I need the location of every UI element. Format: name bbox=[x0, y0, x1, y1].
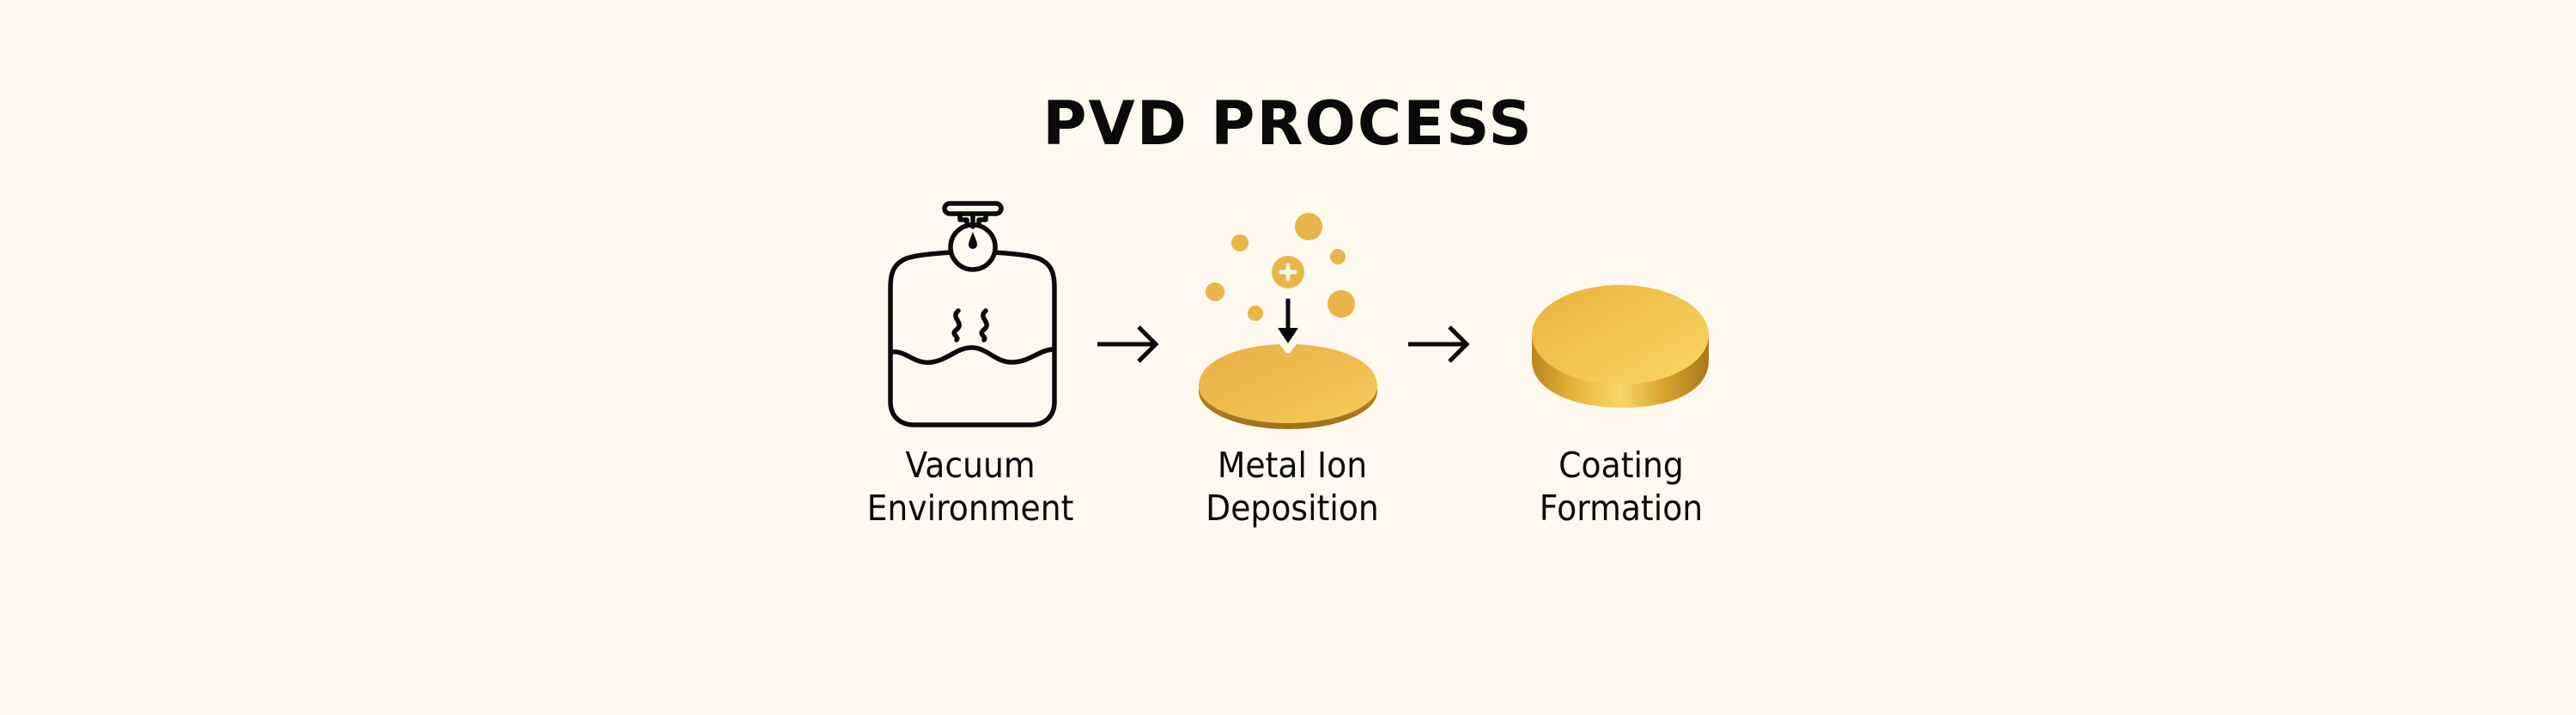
step-label-line2: Formation bbox=[1539, 488, 1704, 529]
substrate-plate bbox=[1199, 344, 1377, 423]
particle bbox=[1330, 249, 1346, 264]
plus-icon bbox=[1279, 263, 1297, 282]
valve-handle bbox=[942, 201, 1004, 216]
chamber-body bbox=[888, 250, 1057, 427]
particle bbox=[1231, 234, 1249, 251]
arrow-down-icon bbox=[1278, 328, 1298, 343]
particle bbox=[1327, 290, 1355, 318]
step-label-line2: Deposition bbox=[1206, 488, 1379, 529]
vacuum-chamber-icon bbox=[888, 201, 1057, 427]
step-label-line1: Vacuum bbox=[905, 445, 1036, 486]
particle bbox=[1295, 213, 1322, 240]
arrow-right-icon bbox=[1097, 325, 1159, 363]
step-label-line2: Environment bbox=[866, 488, 1074, 529]
diagram-title: PVD PROCESS bbox=[1042, 88, 1534, 159]
step-label: Coating Formation bbox=[1503, 444, 1740, 530]
pressure-gauge bbox=[948, 222, 998, 272]
step-label-line1: Metal Ion bbox=[1217, 445, 1368, 486]
step-label-line1: Coating bbox=[1558, 445, 1684, 486]
coated-disc-icon bbox=[1532, 285, 1709, 408]
metal-ion-deposition-icon bbox=[1199, 213, 1377, 429]
step-label: Vacuum Environment bbox=[852, 444, 1089, 530]
arrow-right-icon bbox=[1408, 325, 1470, 363]
liquid-level bbox=[890, 345, 1055, 366]
particle bbox=[1206, 282, 1224, 301]
disc-top bbox=[1532, 285, 1709, 385]
particle bbox=[1248, 306, 1263, 321]
step-label: Metal Ion Deposition bbox=[1174, 444, 1411, 530]
